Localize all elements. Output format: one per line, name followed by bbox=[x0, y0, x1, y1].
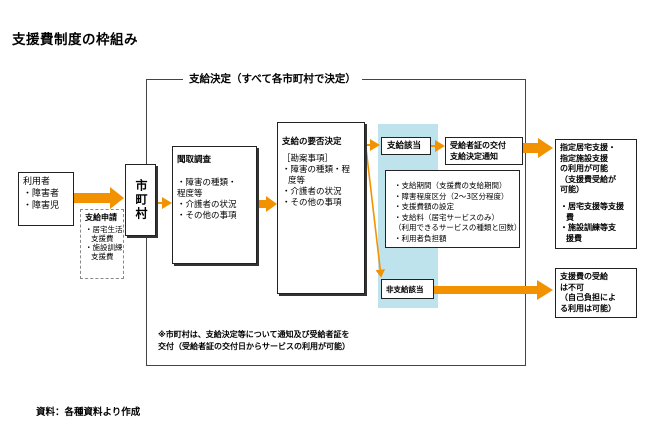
details-box: ・支給期間（支援費の支給期間） ・障害程度区分（2～3区分程度） ・支援費額の設… bbox=[385, 170, 522, 248]
arrow-cert-to-available bbox=[522, 138, 553, 158]
available-line: 指定居宅支援・ bbox=[560, 143, 616, 152]
user-heading: 利用者 bbox=[23, 177, 51, 187]
unavailable-line: は不可 bbox=[560, 282, 584, 292]
cert-line: 支給決定通知 bbox=[450, 152, 498, 161]
unavailable-line: 支援費の受給 bbox=[560, 272, 608, 281]
decision-item: ・障害の種類・程 bbox=[282, 165, 351, 175]
decision-box: 支給の要否決定 ［勘案事項］ ・障害の種類・程 度等 ・介護者の状況 ・その他の… bbox=[277, 122, 365, 294]
not-eligible-box: 非支給該当 bbox=[381, 279, 434, 299]
eligible-box: 支給該当 bbox=[381, 137, 431, 155]
unavailable-line: る利用は可能） bbox=[560, 303, 616, 313]
detail-item: ・支援費額の設定 bbox=[394, 202, 454, 211]
available-line: 指定施設支援 bbox=[560, 153, 608, 163]
available-line: ・居宅支援等支援 bbox=[560, 201, 624, 211]
available-line: の利用が可能 bbox=[560, 164, 608, 174]
application-item: 支援費 bbox=[91, 234, 114, 243]
result-available-box: 指定居宅支援・ 指定施設支援 の利用が可能 （支援費受給が 可能） ・居宅支援等… bbox=[555, 139, 637, 249]
frame-label: 支給決定（すべて各市町村で決定） bbox=[183, 71, 362, 86]
available-line: 費 bbox=[566, 212, 574, 222]
detail-item: （利用できるサービスの種類と回数） bbox=[394, 223, 522, 232]
survey-box: 聞取調査 ・障害の種類・ 程度等 ・介護者の状況 ・その他の事項 bbox=[172, 146, 257, 264]
certificate-box: 受給者証の交付 支給決定通知 bbox=[445, 137, 523, 165]
decision-heading: 支給の要否決定 bbox=[282, 137, 342, 147]
survey-item: 程度等 bbox=[177, 189, 203, 199]
user-item: ・障害児 bbox=[23, 201, 60, 211]
available-line: 援費 bbox=[566, 233, 582, 243]
arrow-survey-to-decision bbox=[258, 196, 277, 212]
note: ※市町村は、支給決定等について通知及び受給者証を 交付（受給者証の交付日からサー… bbox=[158, 329, 418, 353]
note-line: 交付（受給者証の交付日からサービスの利用が可能） bbox=[158, 342, 350, 351]
decision-item: 度等 bbox=[288, 176, 306, 186]
arrow-user-to-city bbox=[74, 187, 124, 209]
survey-item: ・その他の事項 bbox=[177, 211, 237, 221]
source-note: 資料：各種資料より作成 bbox=[36, 407, 141, 418]
survey-heading: 聞取調査 bbox=[177, 155, 212, 165]
available-line: ・施設訓練等支 bbox=[560, 223, 616, 233]
application-box: 支給申請 ・居宅生活 支援費 ・施設訓練 支援費 bbox=[80, 209, 124, 279]
application-item: 支援費 bbox=[91, 252, 114, 261]
application-item: ・施設訓練 bbox=[85, 243, 123, 252]
decision-item: ・その他の事項 bbox=[282, 198, 342, 208]
user-item: ・障害者 bbox=[23, 189, 60, 199]
available-line: 可能） bbox=[560, 185, 584, 195]
note-line: ※市町村は、支給決定等について通知及び受給者証を bbox=[158, 330, 350, 339]
available-line: （支援費受給が bbox=[560, 174, 616, 184]
arrow-decision-to-not-eligible bbox=[365, 147, 386, 278]
city-box: 市町村 bbox=[125, 164, 156, 236]
diagram-title: 支援費制度の枠組み bbox=[12, 32, 138, 48]
not-eligible-label: 非支給該当 bbox=[386, 285, 424, 294]
detail-item: ・支給料（居宅サービスのみ） bbox=[394, 212, 499, 222]
detail-item: ・支給期間（支援費の支給期間） bbox=[394, 181, 507, 190]
decision-item: ・介護者の状況 bbox=[282, 187, 342, 197]
unavailable-line: （自己負担によ bbox=[560, 293, 616, 302]
decision-subheading: ［勘案事項］ bbox=[282, 154, 334, 164]
user-box: 利用者 ・障害者 ・障害児 bbox=[18, 172, 74, 226]
result-unavailable-box: 支援費の受給 は不可 （自己負担によ る利用は可能） bbox=[555, 268, 637, 318]
arrow-not-eligible-to-unavailable bbox=[432, 280, 553, 300]
survey-item: ・介護者の状況 bbox=[177, 200, 237, 210]
survey-item: ・障害の種類・ bbox=[177, 178, 237, 188]
city-label: 市町村 bbox=[134, 179, 148, 221]
application-heading: 支給申請 bbox=[85, 213, 117, 222]
cert-line: 受給者証の交付 bbox=[450, 141, 506, 150]
application-item: ・居宅生活 bbox=[85, 225, 123, 234]
detail-item: ・利用者負担額 bbox=[394, 233, 447, 243]
eligible-label: 支給該当 bbox=[387, 141, 422, 151]
detail-item: ・障害程度区分（2～3区分程度） bbox=[394, 191, 509, 201]
